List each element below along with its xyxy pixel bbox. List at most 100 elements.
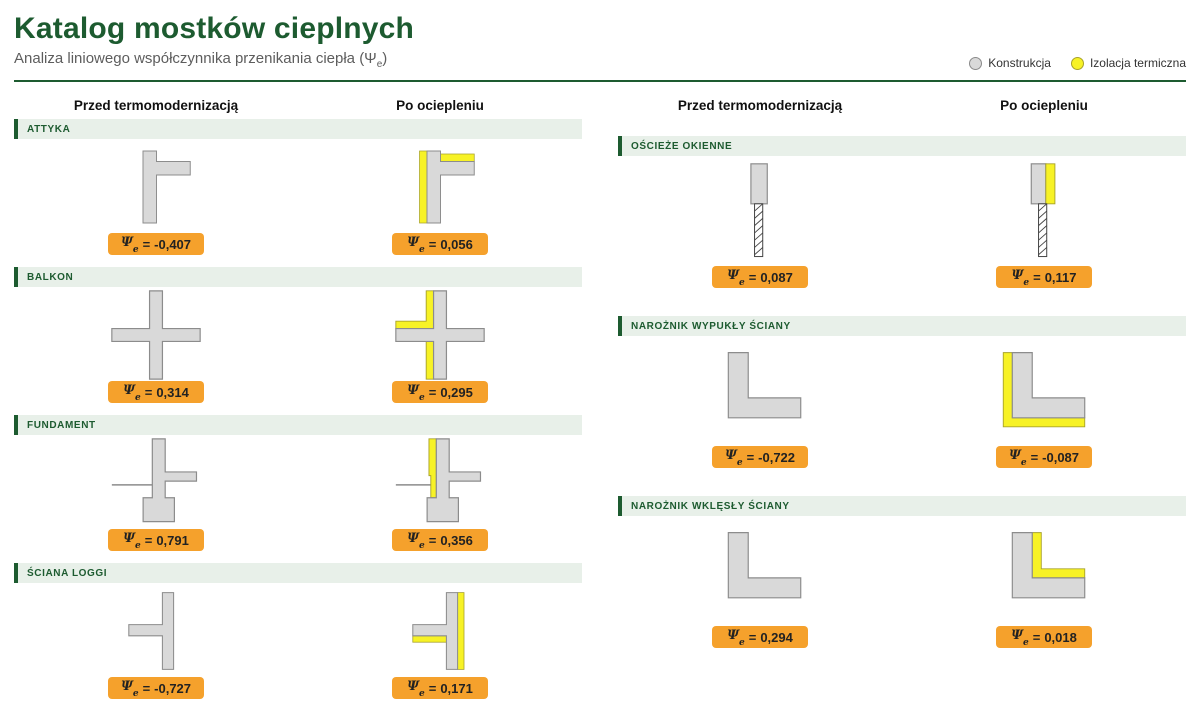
frame-hatch (754, 203, 764, 256)
loggia-after-diagram (412, 592, 465, 670)
psi-value-badge: Ψe = 0,056 (392, 233, 488, 255)
section-title: NAROŻNIK WKLĘSŁY ŚCIANY (631, 500, 790, 512)
psi-value-badge: Ψe = 0,356 (392, 529, 488, 551)
corner-convex-before-cell: Ψe = -0,722 (618, 336, 902, 468)
corner-concave-before-cell: Ψe = 0,294 (618, 516, 902, 648)
wall-shape (412, 592, 459, 670)
window-before-figure (732, 158, 788, 266)
wall-shape (1030, 163, 1047, 205)
legend: Konstrukcja Izolacja termiczna (969, 56, 1186, 70)
psi-value-badge: Ψe = -0,727 (107, 677, 205, 699)
fundament-after-figure (391, 437, 489, 529)
section-title: OŚCIEŻE OKIENNE (631, 140, 733, 152)
loggia-after-cell: Ψe = 0,171 (298, 583, 582, 699)
section-header: OŚCIEŻE OKIENNE (618, 136, 1186, 156)
attyka-before-diagram (142, 150, 191, 224)
corner-convex-before-figure (710, 338, 810, 446)
psi-value: 0,117 (1044, 269, 1077, 285)
insulation-swatch-icon (1070, 56, 1084, 70)
wall-shape (1011, 352, 1086, 419)
attyka-before-figure (119, 141, 194, 233)
page-subtitle: Analiza liniowego współczynnika przenika… (14, 50, 1186, 70)
left-column: Przed termomodernizacją Po ociepleniu AT… (14, 98, 582, 707)
section-naroznik-wklesly: NAROŻNIK WKLĘSŁY ŚCIANY Ψe = 0,294 (618, 496, 1186, 648)
fundament-before-diagram (111, 438, 198, 523)
subtitle-subscript: e (376, 59, 383, 70)
balkon-before-cell: Ψe = 0,314 (14, 287, 298, 403)
psi-value: 0,356 (440, 532, 473, 548)
section-header: FUNDAMENT (14, 415, 582, 435)
fundament-before-figure (107, 437, 205, 529)
psi-symbol: Ψe (123, 531, 141, 551)
psi-value: 0,056 (440, 236, 473, 252)
equals-sign: = (428, 236, 437, 252)
wall-shape (750, 163, 768, 205)
fundament-after-cell: Ψe = 0,356 (298, 435, 582, 551)
diagram-pair: Ψe = 0,791 (14, 435, 582, 551)
before-column-header: Przed termomodernizacją (677, 98, 843, 113)
corner-concave-after-figure (994, 518, 1094, 626)
balkon-before-figure (110, 289, 202, 381)
corner-convex-after-figure (994, 338, 1094, 446)
insulation-shape (395, 290, 435, 330)
psi-value: -0,407 (154, 236, 192, 252)
wall-shape (727, 352, 802, 419)
section-attyka: ATTYKA Ψe = -0,407 (14, 119, 582, 255)
diagram-pair: Ψe = 0,294 Ψe (618, 516, 1186, 648)
balkon-after-figure (394, 289, 486, 381)
window-frame (1038, 203, 1048, 258)
psi-symbol: Ψe (1011, 628, 1029, 648)
after-column-header: Po ociepleniu (1000, 98, 1088, 113)
psi-value: 0,314 (156, 384, 189, 400)
legend-item-insulation: Izolacja termiczna (1070, 56, 1186, 70)
psi-value-badge: Ψe = 0,087 (712, 266, 808, 288)
psi-symbol: Ψe (407, 679, 425, 699)
section-header: ATTYKA (14, 119, 582, 139)
loggia-before-cell: Ψe = -0,727 (14, 583, 298, 699)
insulation-shape (412, 635, 447, 643)
section-header: BALKON (14, 267, 582, 287)
wall-shape (395, 290, 485, 380)
after-column-header: Po ociepleniu (396, 98, 484, 113)
section-header: ŚCIANA LOGGI (14, 563, 582, 583)
section-header: NAROŻNIK WYPUKŁY ŚCIANY (618, 316, 1186, 336)
balkon-before-diagram (111, 290, 201, 380)
section-naroznik-wypukly: NAROŻNIK WYPUKŁY ŚCIANY Ψe = -0,722 (618, 316, 1186, 468)
corner-concave-before-figure (710, 518, 810, 626)
psi-symbol: Ψe (407, 383, 425, 403)
loggia-before-figure (124, 585, 188, 677)
corner-concave-after-cell: Ψe = 0,018 (902, 516, 1186, 648)
equals-sign: = (142, 680, 151, 696)
insulation-shape (439, 153, 475, 162)
insulation-shape (1045, 163, 1056, 205)
psi-symbol: Ψe (1008, 448, 1027, 468)
left-column-headers: Przed termomodernizacją Po ociepleniu (14, 98, 582, 113)
balkon-after-cell: Ψe = 0,295 (298, 287, 582, 403)
window-before-cell: Ψe = 0,087 (618, 156, 902, 288)
diagram-pair: Ψe = -0,727 (14, 583, 582, 699)
equals-sign: = (748, 629, 757, 645)
right-column: Przed termomodernizacją Po ociepleniu OŚ… (618, 98, 1186, 707)
loggia-after-figure (408, 585, 472, 677)
window-after-cell: Ψe = 0,117 (902, 156, 1186, 288)
psi-value: -0,722 (758, 449, 796, 465)
psi-value-badge: Ψe = -0,722 (711, 446, 809, 468)
equals-sign: = (144, 532, 153, 548)
equals-sign: = (746, 449, 755, 465)
psi-value-badge: Ψe = 0,314 (108, 381, 204, 403)
psi-value-badge: Ψe = -0,407 (107, 233, 205, 255)
psi-symbol: Ψe (120, 679, 139, 699)
psi-symbol: Ψe (407, 235, 425, 255)
section-title: ATTYKA (27, 123, 71, 135)
loggia-before-diagram (128, 592, 175, 670)
psi-value: 0,087 (760, 269, 793, 285)
equals-sign: = (428, 384, 437, 400)
wall-shape (426, 438, 482, 523)
psi-value: -0,727 (154, 680, 192, 696)
psi-symbol: Ψe (724, 448, 743, 468)
section-header: NAROŻNIK WKLĘSŁY ŚCIANY (618, 496, 1186, 516)
wall-shape (1011, 532, 1086, 599)
app-header: Katalog mostków cieplnych Analiza liniow… (14, 12, 1186, 82)
section-title: FUNDAMENT (27, 419, 96, 431)
frame-hatch (1038, 203, 1048, 256)
